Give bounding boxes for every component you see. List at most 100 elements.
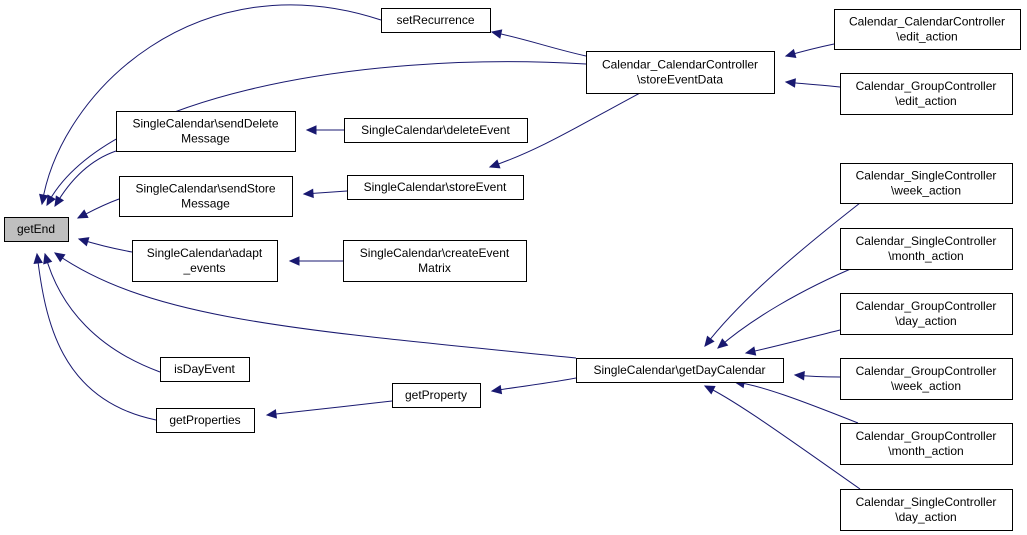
node-label: \day_action — [895, 314, 956, 328]
node-label: \edit_action — [896, 30, 957, 44]
edge-line — [491, 31, 587, 57]
edge-groupDay-to-getDayCalendar — [744, 329, 841, 356]
node-groupDay[interactable]: Calendar_GroupController\day_action — [840, 293, 1013, 335]
node-box — [840, 73, 1013, 115]
edge-arrowhead — [784, 78, 796, 88]
node-singleDay[interactable]: Calendar_SingleController\day_action — [840, 489, 1013, 531]
node-box — [840, 358, 1013, 400]
node-storeEvent[interactable]: SingleCalendar\storeEvent — [347, 175, 524, 200]
edge-arrowhead — [717, 338, 729, 349]
node-label: SingleCalendar\sendStore — [135, 182, 275, 196]
node-label: \week_action — [891, 379, 961, 393]
edge-arrowhead — [490, 384, 503, 395]
node-groupWeek[interactable]: Calendar_GroupController\week_action — [840, 358, 1013, 400]
edge-arrowhead — [704, 335, 715, 347]
edge-getDayCalendar-to-getProperty — [490, 377, 577, 395]
edge-storeEventData-to-storeEvent — [488, 92, 641, 169]
edge-getDayCalendar-to-getEnd — [53, 252, 577, 359]
node-label: Matrix — [418, 261, 451, 275]
edge-groupMonth-to-getDayCalendar — [733, 378, 859, 424]
edge-arrowhead — [77, 237, 90, 247]
edge-calEditAction-to-storeEventData — [784, 43, 835, 59]
node-label: getEnd — [17, 222, 55, 236]
node-label: _events — [182, 261, 225, 275]
node-getProperty[interactable]: getProperty — [392, 383, 481, 408]
node-box — [347, 175, 524, 200]
edge-adaptEvents-to-getEnd — [77, 237, 133, 253]
node-label: Calendar_SingleController — [856, 234, 997, 248]
edge-setRecurrence-to-getEnd — [39, 4, 382, 206]
edge-line — [36, 253, 157, 421]
edge-arrowhead — [39, 193, 49, 206]
edge-arrowhead — [76, 209, 89, 219]
node-calEditAction[interactable]: Calendar_CalendarController\edit_action — [834, 9, 1021, 50]
edge-line — [704, 385, 861, 490]
edge-arrowhead — [33, 252, 43, 265]
edge-groupWeek-to-getDayCalendar — [793, 371, 841, 381]
node-storeEventData[interactable]: Calendar_CalendarController\storeEventDa… — [586, 51, 775, 94]
edge-line — [266, 400, 393, 416]
edge-arrowhead — [53, 252, 66, 263]
edge-createEventMatrix-to-adaptEvents — [288, 256, 343, 266]
node-box — [4, 217, 69, 242]
edge-deleteEvent-to-sendDeleteMessage — [305, 125, 344, 135]
node-label: \edit_action — [895, 94, 956, 108]
node-label: \month_action — [888, 444, 963, 458]
edge-arrowhead — [54, 195, 65, 208]
node-getDayCalendar[interactable]: SingleCalendar\getDayCalendar — [576, 358, 784, 383]
node-deleteEvent[interactable]: SingleCalendar\deleteEvent — [344, 118, 528, 143]
node-box — [586, 51, 775, 94]
node-label: Calendar_GroupController — [856, 429, 997, 443]
edge-getProperties-to-getEnd — [33, 252, 157, 421]
node-label: getProperty — [405, 388, 467, 402]
node-label: setRecurrence — [396, 13, 474, 27]
node-label: SingleCalendar\createEvent — [360, 246, 510, 260]
node-getProperties[interactable]: getProperties — [156, 408, 255, 433]
node-box — [840, 489, 1013, 531]
nodes-layer: getEndsetRecurrenceCalendar_CalendarCont… — [4, 8, 1021, 531]
node-box — [116, 111, 296, 152]
edge-arrowhead — [793, 371, 805, 381]
node-box — [840, 228, 1013, 270]
edge-storeEvent-to-sendStoreMessage — [302, 188, 348, 199]
edge-arrowhead — [703, 385, 716, 395]
node-groupMonth[interactable]: Calendar_GroupController\month_action — [840, 423, 1013, 465]
node-box — [156, 408, 255, 433]
node-box — [840, 423, 1013, 465]
node-label: Calendar_SingleController — [856, 495, 997, 509]
edge-line — [44, 253, 161, 373]
edge-line — [41, 4, 382, 205]
edge-singleMonth-to-getDayCalendar — [717, 264, 861, 349]
edge-arrowhead — [265, 409, 277, 419]
edge-storeEventData-to-getEnd — [46, 61, 587, 207]
edge-line — [704, 202, 861, 347]
edge-sendStoreMessage-to-getEnd — [76, 198, 120, 219]
edge-arrowhead — [490, 29, 503, 39]
node-label: Message — [181, 197, 230, 211]
node-label: Message — [181, 132, 230, 146]
edge-isDayEvent-to-getEnd — [43, 252, 161, 373]
node-groupEditAction[interactable]: Calendar_GroupController\edit_action — [840, 73, 1013, 115]
node-setRecurrence[interactable]: setRecurrence — [381, 8, 491, 33]
node-getEnd[interactable]: getEnd — [4, 217, 69, 242]
node-singleWeek[interactable]: Calendar_SingleController\week_action — [840, 163, 1013, 204]
edge-groupEditAction-to-storeEventData — [784, 78, 841, 88]
node-singleMonth[interactable]: Calendar_SingleController\month_action — [840, 228, 1013, 270]
node-box — [343, 240, 527, 282]
node-box — [834, 9, 1021, 50]
node-box — [119, 176, 293, 217]
node-box — [381, 8, 491, 33]
node-label: SingleCalendar\storeEvent — [364, 180, 507, 194]
node-label: SingleCalendar\getDayCalendar — [593, 363, 765, 377]
node-box — [840, 293, 1013, 335]
node-label: SingleCalendar\sendDelete — [132, 117, 278, 131]
node-box — [840, 163, 1013, 204]
node-box — [160, 357, 250, 382]
edge-arrowhead — [488, 159, 501, 169]
node-isDayEvent[interactable]: isDayEvent — [160, 357, 250, 382]
node-adaptEvents[interactable]: SingleCalendar\adapt_events — [132, 240, 278, 282]
